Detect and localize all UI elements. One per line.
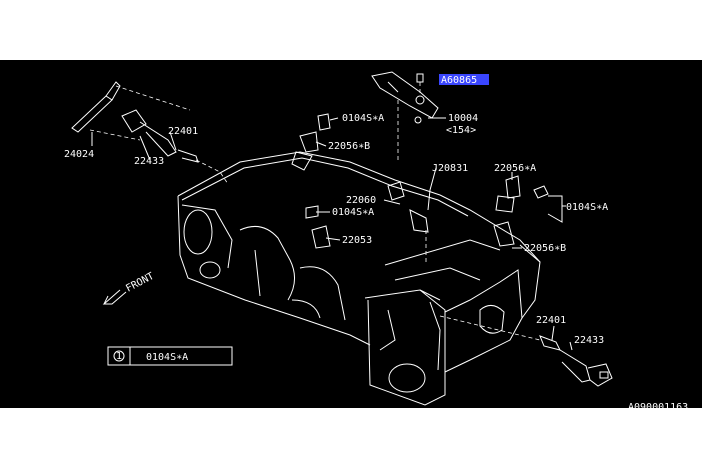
knock-sensor-22060 (387, 181, 429, 233)
label-22060: 22060 (346, 195, 376, 206)
label-22056b-1: 22056∗B (328, 141, 370, 152)
label-24024: 24024 (64, 149, 94, 160)
ignition-coil-right (539, 335, 613, 387)
label-154: <154> (446, 125, 476, 136)
front-arrow (102, 289, 127, 305)
leader-lines (91, 117, 573, 351)
legend-text: 0104S∗A (146, 352, 188, 363)
label-0104sa-2: 0104S∗A (332, 207, 374, 218)
sensor-mid-left (305, 205, 331, 249)
label-22056b-2: 22056∗B (524, 243, 566, 254)
front-label: FRONT (124, 271, 156, 295)
label-22433-a: 22433 (134, 156, 164, 167)
ignition-coil-left (71, 81, 199, 163)
label-j20831: J20831 (432, 163, 468, 174)
engine-block (177, 151, 541, 406)
label-0104sa-1: 0104S∗A (342, 113, 384, 124)
label-10004: 10004 (448, 113, 478, 124)
drawing-code: A090001163 (628, 402, 688, 413)
label-22401-b: 22401 (536, 315, 566, 326)
label-22433-b: 22433 (574, 335, 604, 346)
legend: 1 0104S∗A (107, 346, 233, 366)
label-22053: 22053 (342, 235, 372, 246)
highlight-box (439, 74, 489, 85)
part-code-highlight[interactable]: A60865 (441, 75, 477, 86)
diagram-panel (0, 60, 702, 408)
label-22401-a: 22401 (168, 126, 198, 137)
legend-marker: 1 (116, 351, 122, 362)
label-22056a: 22056∗A (494, 163, 536, 174)
label-0104sa-3: 0104S∗A (566, 202, 608, 213)
sensor-right (493, 175, 549, 247)
sensor-top (291, 113, 331, 171)
